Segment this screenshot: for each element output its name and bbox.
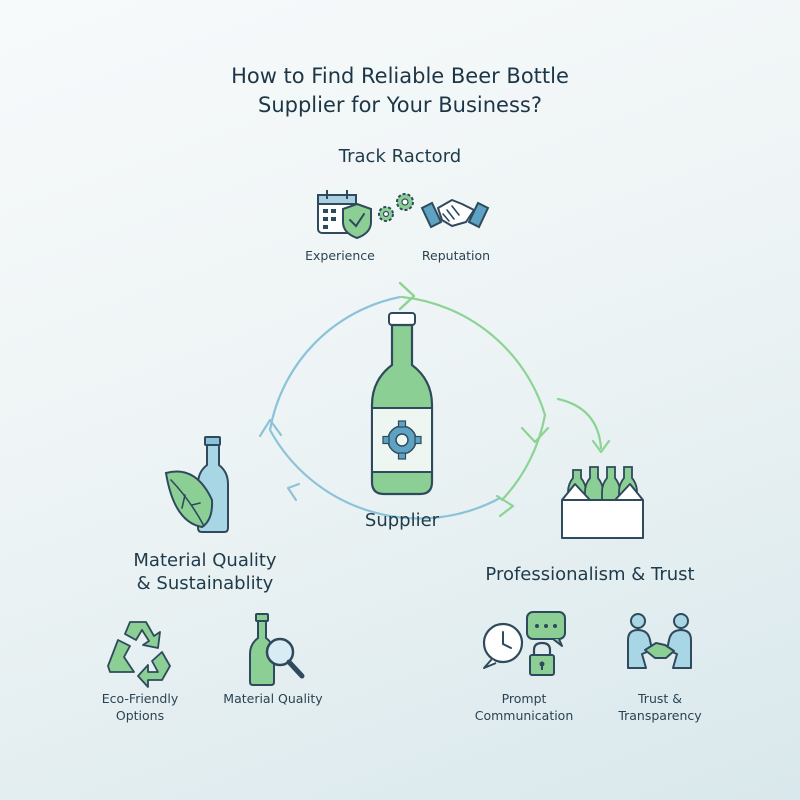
experience-label: Experience [305,248,375,263]
cycle-arc-left [268,295,502,520]
cycle-arrowhead-bottom-left [286,482,301,502]
prompt-label-line-1: Prompt [501,691,547,706]
crate-arrowhead [591,439,611,454]
page-title: How to Find Reliable Beer Bottle Supplie… [0,62,800,120]
material-quality-label: Material Quality [218,690,328,707]
cycle-arrowhead-top [398,281,416,311]
left-section-heading: Material Quality & Sustainablity [110,549,300,595]
eco-label-line-1: Eco-Friendly [101,691,179,706]
left-heading-line-2: & Sustainablity [136,573,274,594]
left-heading-line-1: Material Quality [133,550,277,571]
cycle-arc-right [400,295,547,502]
title-line-2: Supplier for Your Business? [257,93,542,117]
reputation-label: Reputation [421,248,491,263]
eco-friendly-label: Eco-Friendly Options [90,690,190,724]
cycle-arrowhead-bottom-right [495,494,515,518]
right-section-heading: Professionalism & Trust [485,564,695,585]
eco-label-line-2: Options [115,708,165,723]
cycle-arrowhead-left [258,418,283,438]
trust-transparency-label: Trust & Transparency [600,690,720,724]
prompt-communication-label: Prompt Communication [464,690,584,724]
cycle-arrowhead-right [520,426,550,444]
center-label: Supplier [364,510,440,531]
title-line-1: How to Find Reliable Beer Bottle [231,64,569,88]
trust-label-line-2: Transparency [618,708,702,723]
material-label-line-1: Material Quality [223,691,323,706]
trust-label-line-1: Trust & [638,691,682,706]
crate-arrow [556,397,603,450]
top-section-heading: Track Ractord [338,146,462,167]
prompt-label-line-2: Communication [474,708,574,723]
